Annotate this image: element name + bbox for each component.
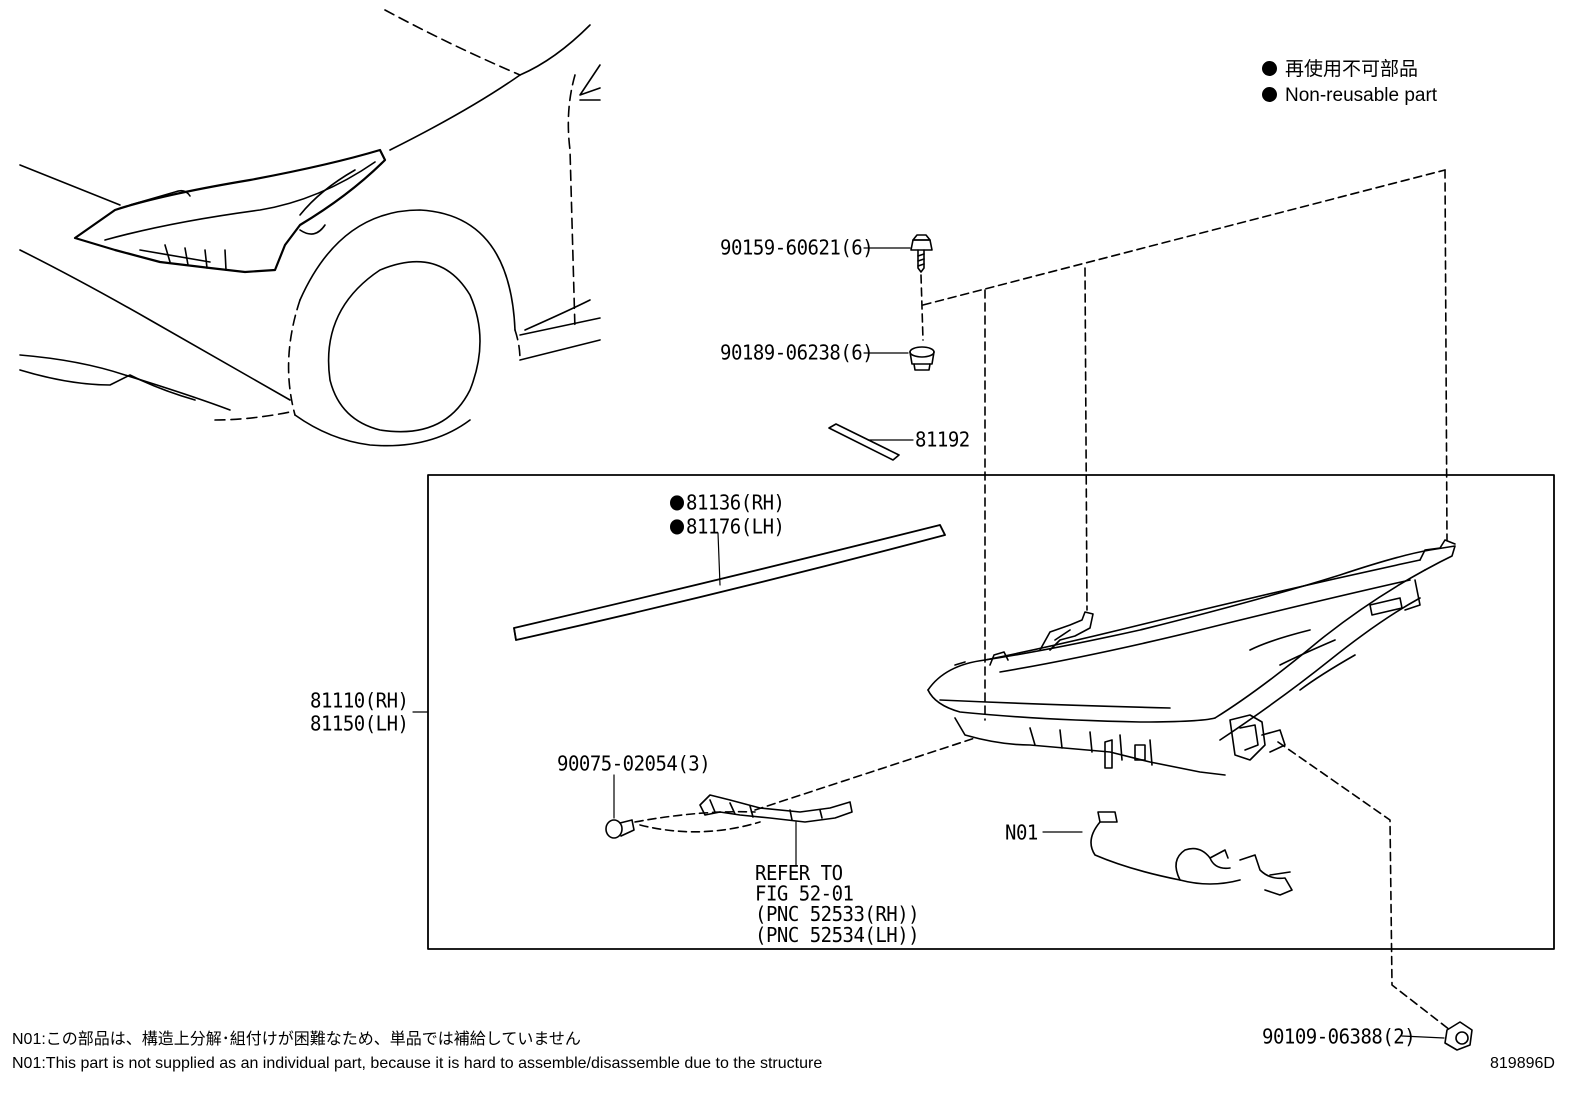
label-81176: 81176(LH) <box>670 515 785 539</box>
bolt-90109-drawing <box>1401 1021 1473 1051</box>
label-81192: 81192 <box>915 428 970 452</box>
label-90159: 90159-60621(6) <box>720 236 874 260</box>
refer-line-2: FIG 52-01 <box>755 882 854 907</box>
refer-line-4: (PNC 52534(LH)) <box>755 923 920 948</box>
non-reusable-dot-icon <box>670 495 684 511</box>
gasket-81136-drawing <box>513 524 946 641</box>
footnote-jp: N01:この部品は、構造上分解･組付けが困難なため、単品では補給していません <box>12 1031 581 1048</box>
strip-81192-drawing <box>828 423 914 461</box>
refer-line-1: REFER TO <box>755 861 843 886</box>
wire-harness-n01-drawing <box>1042 811 1293 896</box>
label-81136: 81136(RH) <box>670 491 785 515</box>
label-n01: N01 <box>1005 821 1038 845</box>
bullet-icon <box>1262 61 1277 76</box>
bullet-icon <box>1262 87 1277 102</box>
label-81150: 81150(LH) <box>310 712 409 736</box>
nut-90189-drawing <box>863 346 935 371</box>
footnote-en: N01:This part is not supplied as an indi… <box>12 1055 823 1072</box>
headlamp-assembly-drawing <box>927 539 1456 776</box>
screw-90075-drawing <box>605 774 635 839</box>
bolt-90159-drawing <box>863 234 933 341</box>
figure-id: 819896D <box>1490 1055 1555 1072</box>
car-front-illustration <box>19 9 601 447</box>
refer-note: REFER TO FIG 52-01 (PNC 52533(RH)) (PNC … <box>755 861 920 948</box>
label-90189: 90189-06238(6) <box>720 341 874 365</box>
assembly-box <box>427 474 1555 950</box>
legend-jp: 再使用不可部品 <box>1262 57 1418 83</box>
bracket-52533-drawing <box>634 737 976 867</box>
non-reusable-dot-icon <box>670 519 684 535</box>
label-81110: 81110(RH) <box>310 689 409 713</box>
refer-line-3: (PNC 52533(RH)) <box>755 902 920 927</box>
legend-en: Non-reusable part <box>1262 83 1437 109</box>
label-90109: 90109-06388(2) <box>1262 1025 1416 1049</box>
label-90075: 90075-02054(3) <box>557 752 711 776</box>
